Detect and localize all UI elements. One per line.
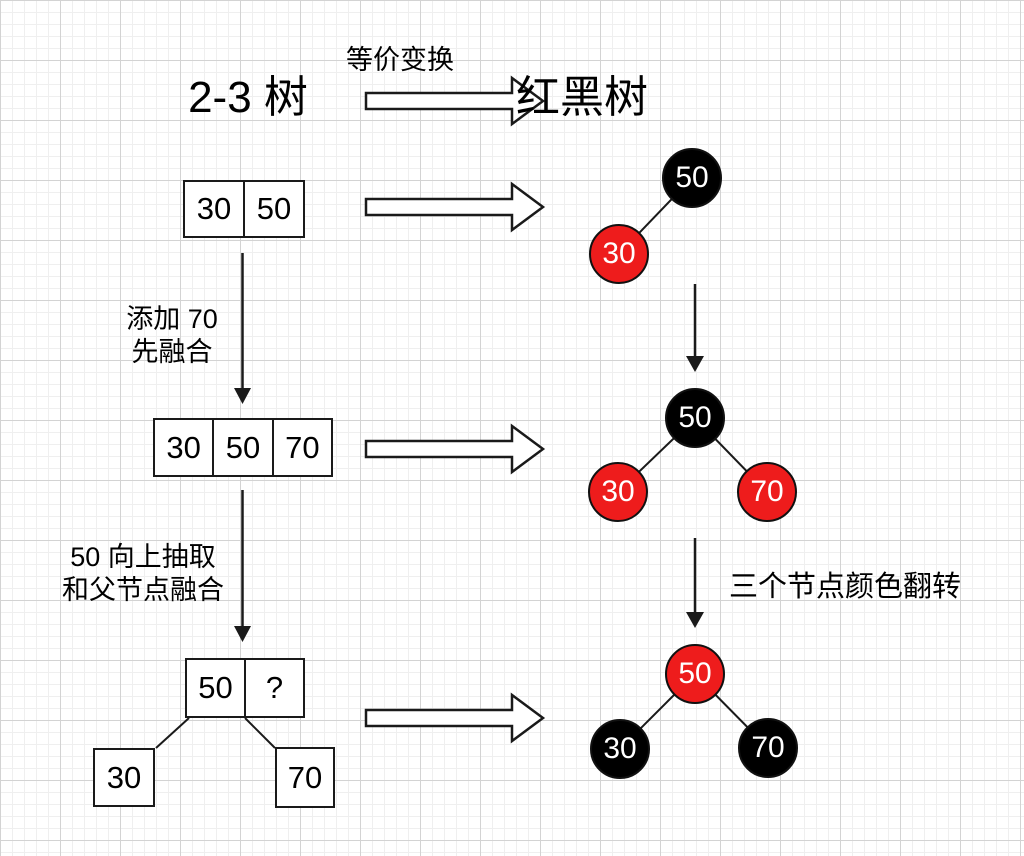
step2-annotation-line2: 和父节点融合 [62, 574, 224, 605]
two-three-node-30-50: 30 50 [183, 180, 305, 238]
node-value: 50 [675, 161, 709, 194]
equivalence-arrow-label: 等价变换 [346, 45, 454, 75]
rbt1-left-node: 30 [589, 224, 649, 284]
box-cell-50: 50 [243, 182, 303, 236]
rbt2-left-node: 30 [588, 462, 648, 522]
left-step2-arrow-head [234, 626, 251, 642]
equivalence-arrow-icon [364, 75, 546, 127]
two-three-node-30-50-70: 30 50 70 [153, 418, 333, 477]
two-three-parent-node-50-q: 50 ? [185, 658, 305, 718]
row1-transform-arrow-icon [364, 181, 546, 233]
node-value: 30 [601, 475, 635, 508]
box-cell-30: 30 [166, 429, 201, 465]
rbt2-root-node: 50 [665, 388, 725, 448]
left-tree-edge-right [244, 717, 276, 749]
box-cell-30: 30 [106, 759, 142, 795]
box-cell-70: 70 [287, 759, 323, 795]
rbt3-right-node: 70 [738, 718, 798, 778]
node-value: 30 [603, 732, 637, 765]
row2-transform-arrow-icon [364, 423, 546, 475]
left-step1-arrow-head [234, 388, 251, 404]
step2-annotation-line1: 50 向上抽取 [70, 542, 216, 572]
node-value: 70 [750, 475, 784, 508]
step2-annotation: 50 向上抽取 和父节点融合 [38, 541, 248, 607]
rbt2-right-node: 70 [737, 462, 797, 522]
left-tree-edge-left [155, 717, 190, 749]
node-value: 50 [678, 401, 712, 434]
step1-annotation-line1: 添加 70 [126, 304, 218, 334]
two-three-child-node-30: 30 [93, 748, 155, 807]
row3-transform-arrow-icon [364, 692, 546, 744]
box-cell-50: 50 [198, 670, 233, 705]
node-value: 70 [751, 731, 785, 764]
rbt3-left-node: 30 [590, 719, 650, 779]
box-cell-50: 50 [212, 420, 271, 475]
left-column-title: 2-3 树 [188, 73, 308, 122]
step1-annotation: 添加 70 先融合 [92, 303, 252, 369]
step1-annotation-line2: 先融合 [131, 336, 213, 367]
right-column-title: 红黑树 [516, 73, 648, 122]
node-value: 30 [602, 237, 636, 270]
rbt1-root-node: 50 [662, 148, 722, 208]
rbt3-root-node: 50 [665, 644, 725, 704]
color-flip-annotation: 三个节点颜色翻转 [728, 571, 961, 603]
two-three-child-node-70: 70 [275, 747, 335, 808]
box-cell-30: 30 [196, 191, 232, 226]
node-value: 50 [678, 657, 712, 690]
box-cell-70: 70 [271, 420, 331, 475]
right-step2-arrow-head [686, 612, 704, 628]
right-step1-arrow-head [686, 356, 704, 372]
box-cell-question: ? [244, 660, 303, 716]
